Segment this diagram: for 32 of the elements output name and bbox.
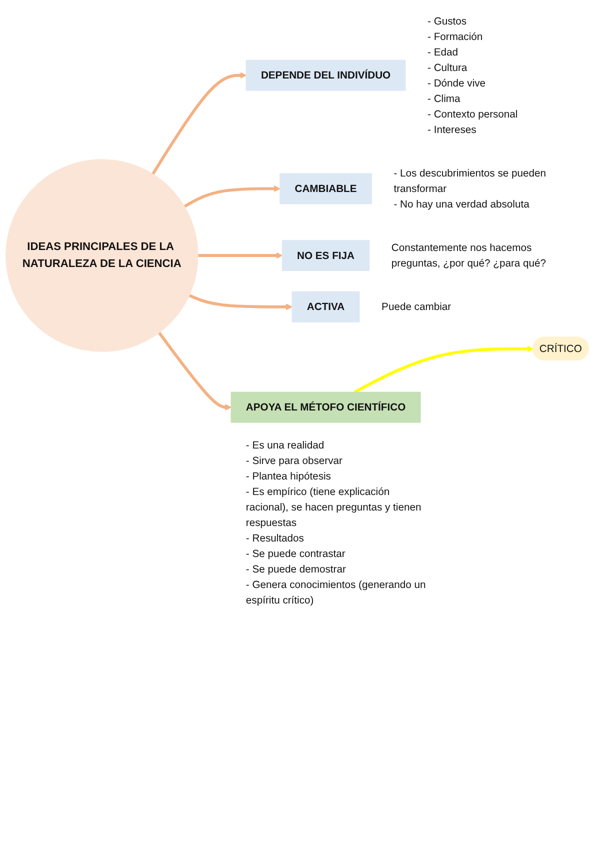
node-label: - Contexto personal xyxy=(428,108,518,120)
arrow xyxy=(354,346,534,394)
arrow xyxy=(188,294,292,310)
node-label: - Los descubrimientos se pueden transformar xyxy=(394,166,546,194)
arrow xyxy=(152,72,246,175)
node-label: - Resultados xyxy=(246,532,304,544)
node-box: APOYA EL MÉTOFO CIENTÍFICO xyxy=(230,392,421,423)
node-label: - No hay una verdad absoluta xyxy=(394,198,530,210)
node-label: - Intereses xyxy=(428,123,476,136)
arrow xyxy=(198,252,283,259)
arrow xyxy=(184,185,280,208)
node-box: ACTIVA xyxy=(292,291,360,322)
node-label: - Genera conocimientos (generando un espíritu crítico) xyxy=(246,578,426,606)
arrow xyxy=(158,332,232,411)
node-label: - Cultura xyxy=(428,61,468,74)
node-label: - Sirve para observar xyxy=(246,454,342,466)
node-box: DEPENDE DEL INDIVÍDUO xyxy=(246,60,406,91)
node-label: - Dónde vive xyxy=(428,76,486,89)
node-label: - Se puede contrastar xyxy=(246,547,346,560)
node-label: - Formación xyxy=(428,30,483,42)
node-box: CAMBIABLE xyxy=(280,173,372,204)
node-label: - Clima xyxy=(428,92,460,104)
node-label: - Se puede demostrar xyxy=(246,562,346,575)
node-label: - Gustos xyxy=(428,14,467,27)
node-label: Constantemente nos hacemos preguntas, ¿por qué? ¿para qué? xyxy=(391,242,546,269)
node-circle: IDEAS PRINCIPALES DE LA NATURALEZA DE LA CIENCIA xyxy=(6,159,198,352)
node-box: NO ES FIJA xyxy=(282,240,370,272)
node-label: - Edad xyxy=(428,46,458,58)
node-label: Puede cambiar xyxy=(382,300,452,312)
node-label: - Es empírico (tiene explicación racional), se hacen preguntas y tienen respuestas xyxy=(246,485,422,528)
node-label: - Plantea hipótesis xyxy=(246,470,331,482)
node-label: - Es una realidad xyxy=(246,438,324,450)
